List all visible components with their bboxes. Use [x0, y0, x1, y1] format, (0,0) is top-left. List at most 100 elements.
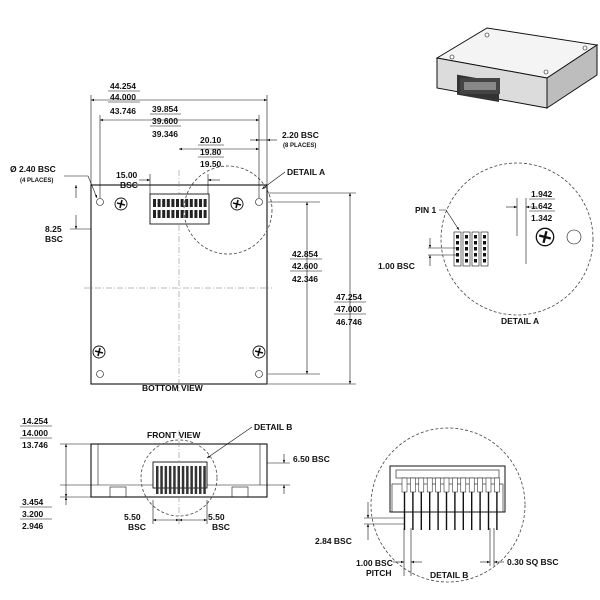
pin: [483, 259, 486, 263]
svg-text:3.454: 3.454: [22, 497, 44, 507]
detail-a-enlarged-circle: [440, 162, 594, 316]
detail-b-pin-head: [485, 477, 492, 493]
connector-pin: [162, 210, 166, 218]
svg-text:19.80: 19.80: [200, 147, 222, 157]
detail-b-pin-head: [468, 477, 475, 493]
svg-text:2.84 BSC: 2.84 BSC: [315, 536, 352, 546]
svg-text:14.254: 14.254: [22, 416, 48, 426]
detail-a-title: DETAIL A: [501, 316, 539, 326]
connector: [149, 193, 210, 225]
connector-pin: [171, 199, 175, 207]
detail-b-pin-head: [452, 477, 458, 493]
pin: [465, 253, 468, 257]
pin1-label: PIN 1: [415, 205, 437, 215]
pin: [483, 235, 486, 239]
svg-text:42.600: 42.600: [292, 261, 318, 271]
svg-text:44.254: 44.254: [110, 81, 136, 91]
pin: [474, 247, 477, 251]
pin: [456, 259, 459, 263]
pin: [483, 241, 486, 245]
mount-hole: [96, 198, 104, 206]
isometric-view: [435, 27, 599, 109]
detail-a-circle: [183, 165, 273, 255]
screw-icon: [252, 345, 266, 359]
screw-icon: [114, 197, 128, 211]
svg-text:Ø 2.40 BSC: Ø 2.40 BSC: [10, 164, 56, 174]
connector-pin: [176, 210, 179, 218]
svg-text:13.746: 13.746: [22, 440, 48, 450]
detail-b: 2.84 BSC 1.00 BSC PITCH 0.30 SQ BSC DETA…: [315, 427, 559, 583]
bottom-view: 44.254 44.000 43.746 39.854 39.600 39.34…: [10, 81, 366, 393]
front-pin: [181, 466, 185, 494]
pin: [465, 235, 468, 239]
connector-pin: [166, 210, 170, 218]
connector-pins: [153, 199, 207, 218]
svg-text:20.10: 20.10: [200, 135, 222, 145]
svg-text:1.942: 1.942: [531, 189, 553, 199]
connector-pin: [162, 199, 166, 207]
front-pin: [190, 466, 193, 494]
svg-text:PITCH: PITCH: [366, 568, 392, 578]
connector-pin: [153, 210, 156, 218]
mount-hole: [255, 198, 263, 206]
screw-icon: [230, 197, 244, 211]
svg-text:42.346: 42.346: [292, 274, 318, 284]
svg-text:5.50: 5.50: [124, 512, 141, 522]
pin: [474, 259, 477, 263]
svg-text:8.25: 8.25: [45, 224, 62, 234]
svg-text:39.854: 39.854: [152, 104, 178, 114]
svg-text:43.746: 43.746: [110, 106, 136, 116]
detail-b-pin-head: [460, 477, 467, 493]
svg-text:5.50: 5.50: [208, 512, 225, 522]
svg-text:DETAIL B: DETAIL B: [254, 422, 292, 432]
svg-text:(8 PLACES): (8 PLACES): [283, 143, 316, 149]
svg-text:44.000: 44.000: [110, 92, 136, 102]
connector-pin: [189, 199, 193, 207]
connector-pin: [157, 210, 161, 218]
bottom-view-title: BOTTOM VIEW: [142, 383, 204, 393]
svg-text:0.30 SQ BSC: 0.30 SQ BSC: [507, 557, 559, 567]
svg-text:BSC: BSC: [45, 234, 63, 244]
connector-pin: [185, 210, 189, 218]
svg-text:2.20 BSC: 2.20 BSC: [282, 130, 319, 140]
front-pins: [156, 466, 206, 494]
connector-pin: [203, 210, 207, 218]
screw-icon: [535, 227, 555, 247]
mount-hole: [96, 370, 104, 378]
svg-text:2.946: 2.946: [22, 521, 44, 531]
pin: [465, 259, 468, 263]
connector-pin: [176, 199, 179, 207]
pin: [474, 235, 477, 239]
detail-b-enlarged-circle: [370, 427, 526, 583]
front-pin: [173, 466, 176, 494]
pin: [474, 241, 477, 245]
front-view-title: FRONT VIEW: [147, 430, 201, 440]
svg-text:46.746: 46.746: [336, 317, 362, 327]
pin: [465, 247, 468, 251]
connector-pin: [180, 199, 184, 207]
connector-pin: [199, 199, 202, 207]
front-view: FRONT VIEW DETAIL B 14.254 14.000 13.746…: [20, 416, 330, 532]
front-pin: [203, 466, 206, 494]
svg-text:39.346: 39.346: [152, 129, 178, 139]
front-pin: [164, 466, 168, 494]
connector-pin: [180, 210, 184, 218]
pin: [483, 247, 486, 251]
mount-hole: [566, 229, 582, 245]
front-pin: [186, 466, 189, 494]
svg-text:47.254: 47.254: [336, 292, 362, 302]
svg-text:BSC: BSC: [120, 180, 138, 190]
screw-icon: [92, 345, 106, 359]
svg-text:DETAIL A: DETAIL A: [287, 167, 325, 177]
detail-a: PIN 1 1.00 BSC 1.942 1.642 1.342 DETAIL …: [378, 162, 594, 326]
front-pin: [168, 466, 172, 494]
svg-text:BSC: BSC: [128, 522, 146, 532]
pin: [474, 253, 477, 257]
svg-text:1.642: 1.642: [531, 201, 553, 211]
connector-pin: [189, 210, 193, 218]
svg-text:BSC: BSC: [212, 522, 230, 532]
pin: [456, 241, 459, 245]
svg-text:3.200: 3.200: [22, 509, 44, 519]
svg-text:1.00 BSC: 1.00 BSC: [378, 261, 415, 271]
